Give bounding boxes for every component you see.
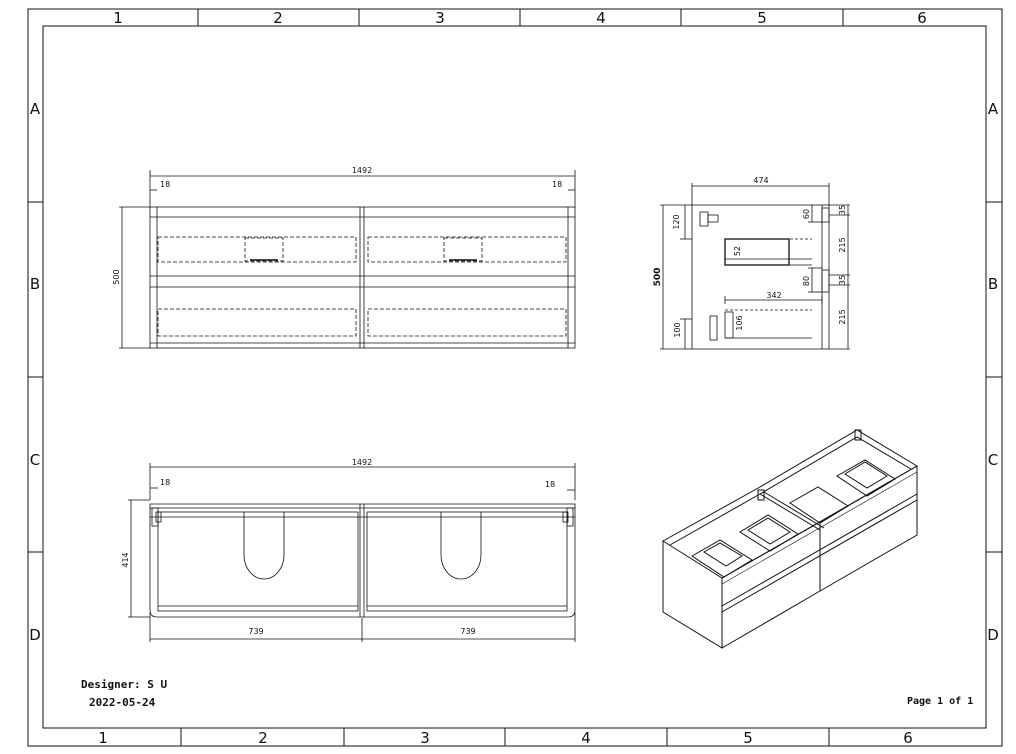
zone-col-label: 3 bbox=[435, 9, 445, 27]
dim-plan-right-panel: 18 bbox=[545, 480, 555, 489]
dim-drawer-upper: 215 bbox=[838, 237, 847, 252]
drawing-date: 2022-05-24 bbox=[89, 696, 156, 709]
dim-inner-depth: 342 bbox=[766, 291, 781, 300]
zone-col-label: 1 bbox=[113, 9, 123, 27]
zone-labels-left: A B C D bbox=[29, 100, 41, 644]
designer-label: Designer: S U bbox=[81, 678, 167, 691]
zone-col-label: 4 bbox=[596, 9, 606, 27]
dim-left-half: 739 bbox=[248, 627, 263, 636]
front-view-dims: 1492 18 18 500 bbox=[112, 166, 562, 285]
zone-row-label: C bbox=[988, 451, 998, 469]
dim-right-panel: 18 bbox=[552, 180, 562, 189]
zone-col-label: 6 bbox=[917, 9, 927, 27]
zone-row-label: C bbox=[30, 451, 40, 469]
dim-upper-inner: 52 bbox=[733, 246, 742, 256]
side-view-dims: 474 500 120 60 35 215 35 80 342 215 100 … bbox=[653, 176, 847, 338]
page-number: Page 1 of 1 bbox=[907, 696, 973, 707]
zone-col-label: 6 bbox=[903, 729, 913, 747]
zone-row-label: D bbox=[29, 626, 41, 644]
dim-top-rail: 120 bbox=[672, 214, 681, 229]
dim-drawer-lower: 215 bbox=[838, 309, 847, 324]
dim-top-edge: 35 bbox=[838, 205, 847, 215]
dim-depth: 474 bbox=[753, 176, 768, 185]
zone-row-label: A bbox=[30, 100, 41, 118]
outer-frame bbox=[27, 8, 1003, 747]
dim-side-height: 500 bbox=[653, 268, 663, 287]
plan-view bbox=[128, 463, 576, 642]
dim-right-half: 739 bbox=[460, 627, 475, 636]
zone-labels-bottom: 1 2 3 4 5 6 bbox=[98, 729, 913, 747]
dim-plan-depth: 414 bbox=[121, 552, 130, 567]
plan-view-dims: 1492 18 18 414 739 739 bbox=[121, 458, 555, 636]
dim-lower-inner: 106 bbox=[735, 315, 744, 330]
zone-col-label: 2 bbox=[258, 729, 268, 747]
dim-mid-gap: 35 bbox=[838, 275, 847, 285]
dim-left-panel: 18 bbox=[160, 180, 170, 189]
zone-col-label: 5 bbox=[743, 729, 753, 747]
zone-col-label: 4 bbox=[581, 729, 591, 747]
dim-height: 500 bbox=[112, 269, 121, 284]
isometric-view bbox=[662, 429, 918, 649]
dim-plinth: 100 bbox=[673, 322, 682, 337]
dim-mid-rail: 80 bbox=[802, 276, 811, 286]
dim-plan-left-panel: 18 bbox=[160, 478, 170, 487]
zone-row-label: D bbox=[987, 626, 999, 644]
dim-overall-width: 1492 bbox=[352, 166, 372, 175]
zone-labels-right: A B C D bbox=[987, 100, 999, 644]
dim-plan-width: 1492 bbox=[352, 458, 372, 467]
front-view bbox=[119, 170, 576, 349]
zone-col-label: 3 bbox=[420, 729, 430, 747]
zone-row-label: B bbox=[988, 275, 998, 293]
zone-row-label: B bbox=[30, 275, 40, 293]
zone-col-label: 5 bbox=[757, 9, 767, 27]
zone-col-label: 1 bbox=[98, 729, 108, 747]
dim-top-gap: 60 bbox=[802, 209, 811, 219]
zone-col-label: 2 bbox=[273, 9, 283, 27]
inner-frame bbox=[42, 25, 987, 729]
zone-labels-top: 1 2 3 4 5 6 bbox=[113, 9, 927, 27]
zone-row-label: A bbox=[988, 100, 999, 118]
zone-dividers bbox=[28, 9, 1002, 746]
side-view bbox=[660, 183, 850, 350]
